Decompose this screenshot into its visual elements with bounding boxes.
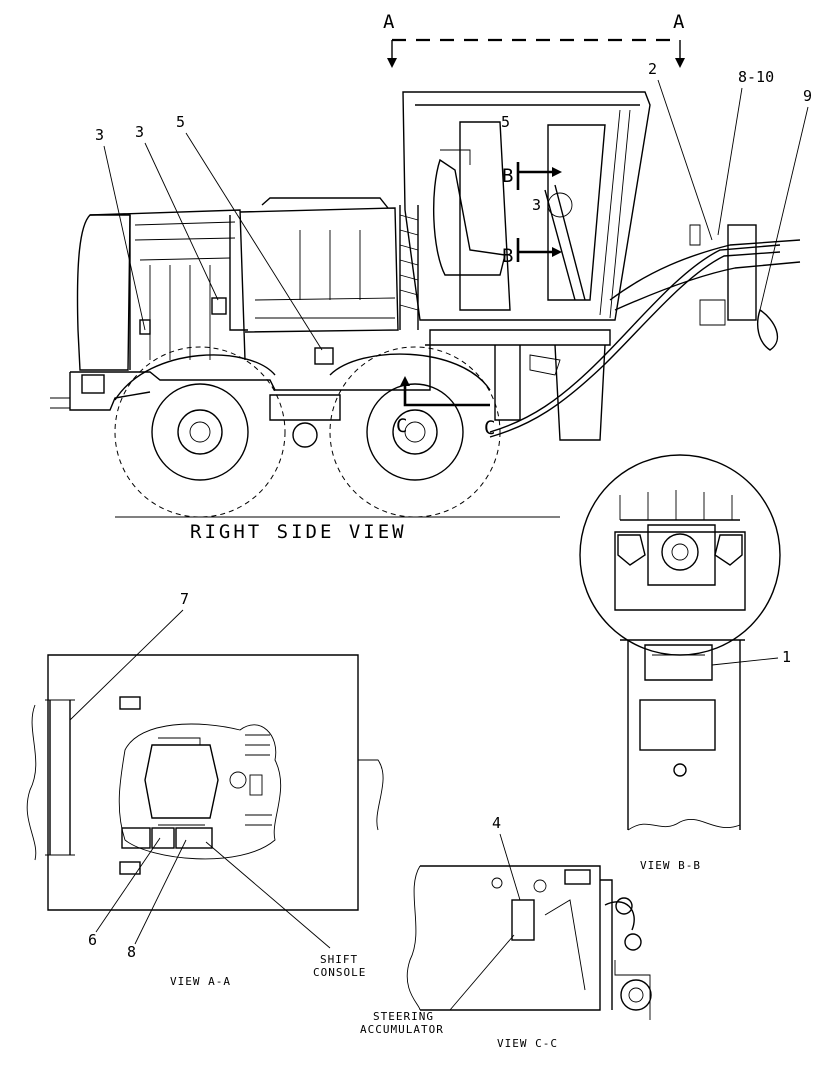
view-b-b-title: VIEW B-B [640, 859, 701, 872]
view-a-a-title: VIEW A-A [170, 975, 231, 988]
engine-hood [239, 207, 399, 333]
c-c-panel [420, 865, 601, 1011]
leader-shift-console [205, 841, 331, 949]
view-c-c [406, 865, 652, 1020]
leader-8-10 [717, 87, 743, 236]
callout-6: 6 [88, 931, 97, 949]
section-c-bottom-label: C [484, 417, 498, 439]
steering-wheel [579, 454, 781, 656]
decal-3-rear [139, 319, 151, 335]
leader-7 [69, 609, 184, 721]
callout-4: 4 [492, 814, 501, 832]
callout-5-frame: 5 [176, 113, 185, 131]
steering-accumulator-decal [511, 899, 535, 941]
callout-9: 9 [803, 87, 812, 105]
rear-tire-1 [114, 346, 286, 518]
section-a-right-label: A [673, 11, 687, 33]
callout-1: 1 [782, 648, 791, 666]
rear-enclosure [76, 214, 131, 371]
shift-console-label-line1: SHIFT [320, 953, 358, 966]
leader-1 [711, 657, 779, 666]
cab-floor-outline [47, 654, 359, 911]
steering-accumulator-label-line2: ACCUMULATOR [360, 1023, 444, 1036]
operator-seat [433, 158, 506, 276]
callout-2: 2 [648, 60, 657, 78]
view-a-a [26, 654, 384, 911]
section-a-left-label: A [383, 11, 397, 33]
callout-3-hood: 3 [135, 123, 144, 141]
callout-8: 8 [127, 943, 136, 961]
section-b-top-label: B [502, 165, 516, 187]
leader-3-rear [103, 145, 146, 331]
callout-5-cab: 5 [501, 113, 510, 131]
leader-steering-accumulator [449, 934, 515, 1011]
operator-cab [402, 91, 651, 321]
steering-accumulator-label-line1: STEERING [373, 1010, 434, 1023]
seat-top-view [144, 744, 219, 819]
right-side-view-title: RIGHT SIDE VIEW [190, 521, 407, 543]
shift-console-label-line2: CONSOLE [313, 966, 366, 979]
leader-9 [759, 106, 809, 311]
view-c-c-title: VIEW C-C [497, 1037, 558, 1050]
callout-8-10: 8-10 [738, 68, 774, 86]
callout-3-rear: 3 [95, 126, 104, 144]
leader-3-hood [144, 142, 219, 301]
section-b-bottom-label: B [502, 245, 516, 267]
decal-3-hood [211, 297, 227, 315]
rear-tire-2 [329, 346, 501, 518]
leader-8 [134, 839, 187, 945]
decal-5-frame [314, 347, 334, 365]
leader-5-frame [185, 132, 323, 351]
leader-4 [499, 833, 521, 901]
view-b-b [579, 454, 781, 831]
callout-7: 7 [180, 590, 189, 608]
right-side-view [50, 91, 801, 518]
leader-6 [95, 837, 161, 933]
leader-2 [657, 79, 713, 241]
section-c-top-label: C [396, 415, 410, 437]
callout-3-cab: 3 [532, 196, 541, 214]
section-a-cut-line [387, 38, 685, 68]
